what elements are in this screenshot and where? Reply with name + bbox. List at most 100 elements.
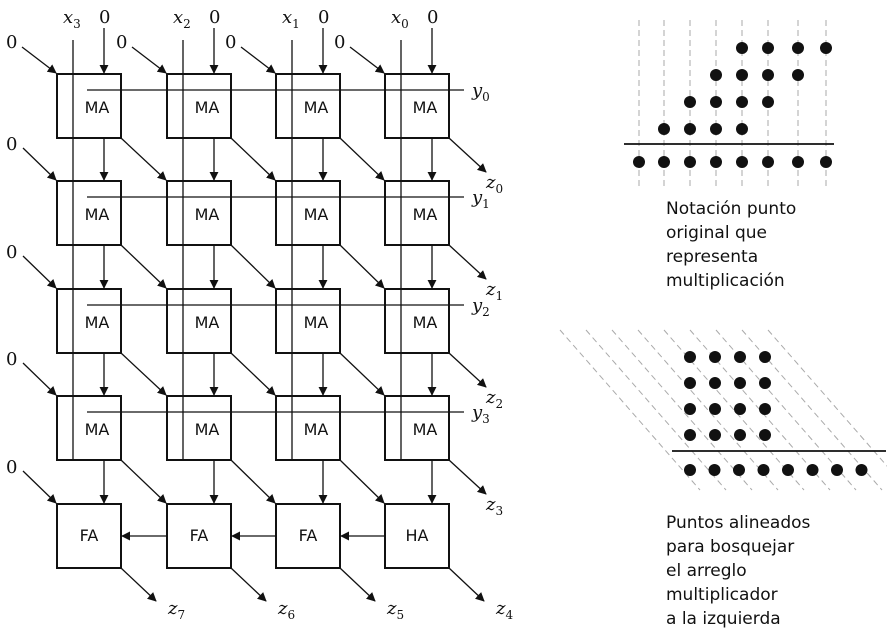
- ma-cell-label: MA: [195, 98, 220, 117]
- z-output-label: z1: [485, 279, 503, 303]
- z-output-label: z0: [485, 172, 503, 196]
- array-cell: [166, 395, 232, 461]
- caption-line: multiplicación: [666, 271, 785, 291]
- partial-product-dot: [710, 123, 722, 135]
- aligned-dot: [734, 429, 746, 441]
- ma-cell-label: MA: [85, 205, 110, 224]
- x-input-label: x0: [391, 7, 409, 31]
- label-subscript: 0: [401, 17, 409, 31]
- product-dot: [658, 156, 670, 168]
- diagonal-input-arrow: [349, 46, 385, 74]
- label-var: y: [471, 80, 483, 101]
- z-output-label: z7: [167, 598, 185, 622]
- caption-line: a la izquierda: [666, 609, 781, 629]
- aligned-product-dot: [733, 464, 745, 476]
- diagonal-input-arrow: [22, 255, 57, 289]
- zero-input-label: 0: [209, 7, 220, 28]
- x-input-label: x1: [282, 7, 300, 31]
- product-dot: [633, 156, 645, 168]
- diagonal-carry-arrow: [120, 352, 167, 396]
- aligned-dot: [759, 403, 771, 415]
- array-cell: [56, 395, 122, 461]
- y-input-label: y0: [471, 80, 490, 104]
- product-dot: [792, 156, 804, 168]
- aligned-dot: [759, 429, 771, 441]
- dot-notation-caption: Notación punto original que representa m…: [666, 197, 796, 293]
- output-arrow: [339, 567, 376, 602]
- array-cell: [166, 73, 232, 139]
- aligned-product-dot: [855, 464, 868, 476]
- zero-input-label: 0: [427, 7, 438, 28]
- caption-line: representa: [666, 247, 759, 267]
- array-cell: [166, 503, 232, 569]
- diagonal-input-arrow: [131, 46, 167, 74]
- y-input-label: y1: [471, 187, 490, 211]
- ma-cell-label: MA: [195, 313, 220, 332]
- ma-cell-label: MA: [304, 98, 329, 117]
- caption-line: Notación punto: [666, 199, 797, 219]
- aligned-dot: [684, 351, 696, 363]
- aligned-product-dot: [757, 464, 770, 476]
- label-var: y: [471, 295, 483, 316]
- ma-cell-label: MA: [304, 313, 329, 332]
- diagonal-carry-arrow: [120, 244, 167, 289]
- label-subscript: 2: [183, 17, 191, 31]
- z-output-label: z4: [495, 598, 513, 622]
- label-var: z: [277, 598, 288, 619]
- aligned-dot: [684, 377, 696, 389]
- zero-input-label: 0: [6, 457, 17, 478]
- diagonal-carry-arrow: [120, 459, 167, 504]
- label-subscript: 6: [287, 608, 295, 622]
- ha-cell-label: HA: [406, 526, 429, 545]
- label-var: x: [173, 7, 183, 28]
- label-subscript: 3: [495, 504, 503, 518]
- output-arrow: [230, 567, 267, 602]
- partial-product-dot: [820, 42, 832, 54]
- zero-input-label: 0: [6, 32, 17, 53]
- array-cell: [384, 288, 450, 354]
- label-var: x: [63, 7, 73, 28]
- diagonal-guide-line: [637, 329, 779, 491]
- diagonal-carry-arrow: [339, 459, 385, 504]
- label-subscript: 0: [495, 182, 503, 196]
- aligned-dot: [734, 403, 746, 415]
- zero-input-label: 0: [334, 32, 345, 53]
- diagonal-carry-arrow: [230, 244, 276, 289]
- partial-product-dot: [684, 123, 696, 135]
- aligned-dot: [684, 403, 696, 415]
- partial-product-dot: [736, 123, 748, 135]
- diagonal-guide-line: [611, 329, 753, 491]
- label-var: z: [485, 387, 496, 408]
- ma-cell-label: MA: [85, 313, 110, 332]
- partial-product-dot: [710, 96, 722, 108]
- caption-line: el arreglo: [666, 561, 747, 581]
- partial-product-dot: [710, 69, 722, 81]
- output-arrow: [448, 459, 487, 495]
- partial-product-dot: [658, 123, 670, 135]
- label-var: y: [471, 402, 483, 423]
- zero-input-label: 0: [6, 134, 17, 155]
- product-dot: [736, 156, 748, 168]
- caption-line: original que: [666, 223, 767, 243]
- aligned-dot: [709, 377, 721, 389]
- diagonal-input-arrow: [21, 46, 57, 74]
- label-var: z: [485, 494, 496, 515]
- x-input-label: x2: [173, 7, 191, 31]
- array-cell: [56, 288, 122, 354]
- label-var: x: [282, 7, 292, 28]
- array-cell: [166, 180, 232, 246]
- aligned-product-dot: [684, 464, 696, 476]
- output-arrow: [120, 567, 157, 602]
- array-cell: [384, 180, 450, 246]
- product-dot: [684, 156, 696, 168]
- partial-product-dot: [736, 96, 748, 108]
- aligned-dot: [709, 351, 721, 363]
- label-subscript: 1: [292, 17, 300, 31]
- array-cell: [166, 288, 232, 354]
- output-arrow: [448, 244, 487, 280]
- aligned-product-dot: [708, 464, 721, 476]
- x-input-label: x3: [63, 7, 81, 31]
- array-cell: [56, 503, 122, 569]
